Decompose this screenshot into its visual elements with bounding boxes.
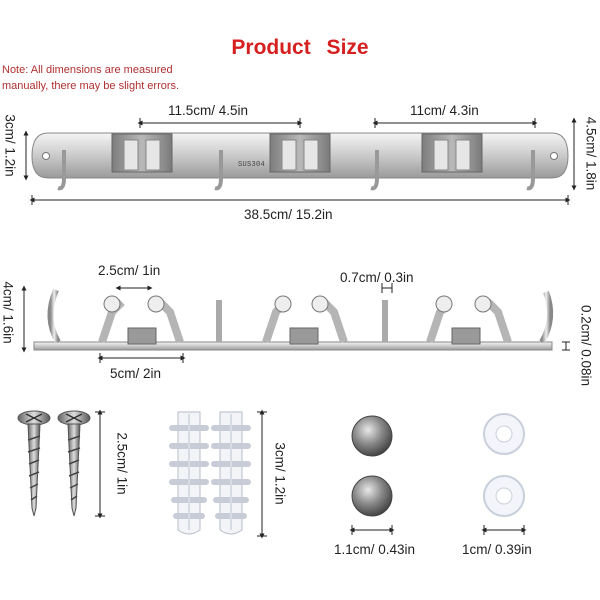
washer-dimension-line (481, 525, 527, 535)
screw-cap (351, 475, 393, 517)
top-clamp (269, 133, 331, 173)
mount-hole-right (550, 152, 558, 160)
side-view-rail (33, 288, 554, 351)
measurement-note: Note: All dimensions are measured manual… (2, 62, 222, 94)
top-hook (526, 150, 535, 191)
side-thickness-label: 0.2cm/ 0.08in (578, 304, 594, 387)
side-clamp-width-label: 2.5cm/ 1in (98, 263, 161, 278)
screw-cap (351, 415, 393, 457)
wall-anchor (211, 411, 251, 535)
top-gap-right-label: 11cm/ 4.3in (410, 103, 479, 118)
top-gap-left-label: 11.5cm/ 4.5in (168, 103, 249, 118)
page-title: Product Size (231, 36, 369, 59)
cap-diameter-label: 1.1cm/ 0.43in (334, 542, 416, 557)
top-total-length-label: 38.5cm/ 15.2in (244, 207, 333, 222)
top-height-right-label: 4.5cm/ 1.8in (583, 116, 599, 191)
washer-diameter-label: 1cm/ 0.39in (462, 542, 532, 557)
note-line-1: Note: All dimensions are measured (2, 64, 173, 76)
top-hook (214, 150, 223, 191)
top-view-dimension-lines (23, 117, 577, 205)
side-height-label: 4cm/ 1.6in (0, 281, 16, 344)
top-view-rail (31, 132, 569, 191)
sus304-stamp: SUS304 (238, 161, 266, 169)
side-clamp (426, 295, 512, 345)
top-hook (57, 150, 66, 191)
screw-length-label: 2.5cm/ 1in (114, 432, 130, 495)
washer (483, 413, 525, 455)
screw-dimension-line (95, 409, 105, 519)
screw (17, 410, 51, 517)
note-line-2: manually, there may be slight errors. (2, 80, 180, 92)
top-height-left-label: 3cm/ 1.2in (2, 114, 18, 177)
side-hook-width-label: 0.7cm/ 0.3in (340, 270, 414, 285)
washer (483, 475, 525, 517)
anchor-length-label: 3cm/ 1.2in (272, 442, 288, 505)
side-base-length-label: 5cm/ 2in (110, 366, 162, 381)
side-view-dimension-lines (21, 283, 570, 363)
side-clamp (262, 295, 348, 345)
top-clamp (421, 133, 483, 173)
cap-dimension-line (349, 525, 395, 535)
top-clamp (111, 133, 173, 173)
side-hook (539, 290, 554, 344)
mount-hole-left (42, 152, 50, 160)
anchor-dimension-line (257, 409, 267, 539)
screw (57, 410, 91, 517)
top-hook (370, 150, 379, 191)
side-hook (47, 288, 61, 344)
side-clamp (98, 295, 184, 345)
wall-anchor (169, 411, 209, 535)
